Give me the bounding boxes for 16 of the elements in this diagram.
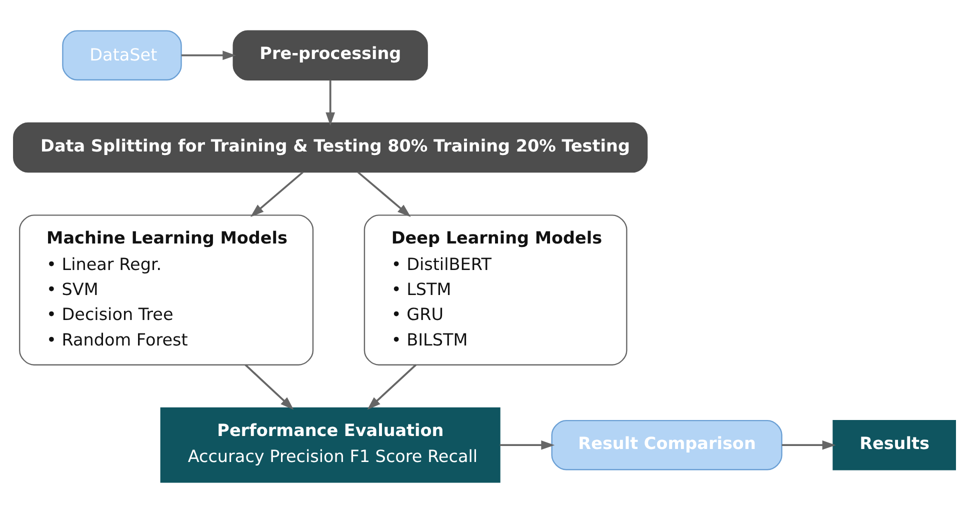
arrow: [181, 50, 236, 60]
node-box: Result Comparison: [551, 419, 782, 470]
arrow: [500, 440, 555, 450]
node-box: Performance Evaluation Accuracy Precision F1 Score Recall: [160, 406, 500, 482]
arrow: [367, 364, 417, 410]
node-box: Deep Learning Models • DistilBERT • LSTM • GRU • BILSTM: [364, 214, 628, 365]
node-box: Data Splitting for Training & Testing 80% Training 20% Testing: [13, 122, 648, 172]
node-box: Results: [832, 419, 956, 470]
arrow: [326, 80, 336, 126]
node-box: Pre-processing: [232, 30, 428, 80]
node-box: DataSet: [62, 30, 182, 80]
arrow: [250, 170, 304, 216]
arrow: [782, 440, 836, 450]
arrow: [244, 364, 294, 410]
arrow: [357, 170, 411, 216]
node-box: Machine Learning Models • Linear Regr. • SVM • Decision Tree • Random Forest: [19, 214, 314, 365]
